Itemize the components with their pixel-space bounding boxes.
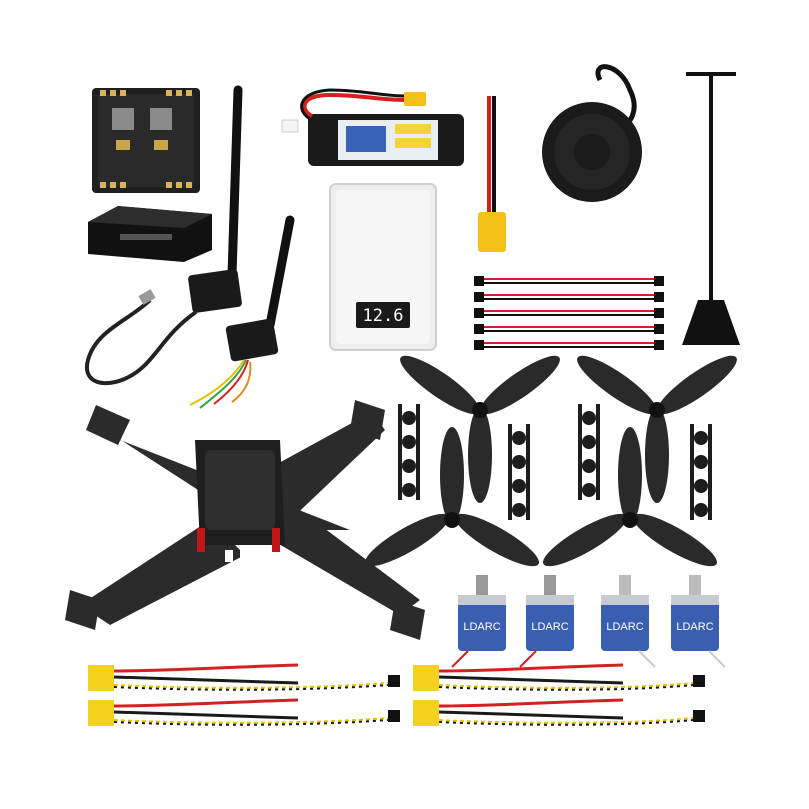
gps-module [542,64,642,202]
motor-brand-label: LDARC [606,621,643,633]
gps-mast [682,72,740,345]
prop-hardware [398,404,712,520]
propeller [400,355,560,503]
servo-cable [474,324,664,334]
motor: LDARC [519,575,574,668]
servo-cable [474,292,664,302]
charger-display-value: 12.6 [363,306,404,326]
propellers [365,355,737,567]
battery-charger: 12.6 [329,183,437,351]
motor: LDARC [601,575,656,668]
servo-cable [474,276,664,286]
lipo-battery [281,88,464,166]
servo-cable [474,340,664,350]
hardware-sprue [690,424,712,520]
charger-display [356,302,410,328]
escs [88,663,705,726]
hardware-sprue [578,404,600,500]
motors: LDARC LDARC LDARC LDARC [451,575,726,668]
telemetry-radio-ground [84,85,243,386]
propeller [543,427,717,567]
power-distribution-board [92,88,200,193]
telemetry-radio-air [189,215,295,409]
motor: LDARC [671,575,726,668]
carbon-frame [65,400,425,640]
esc [413,663,705,691]
hardware-sprue [398,404,420,500]
propeller [577,355,737,503]
esc [413,698,705,726]
motor-brand-label: LDARC [531,621,568,633]
esc [88,698,400,726]
motor-brand-label: LDARC [463,621,500,633]
xt60-lead [478,96,506,252]
motor: LDARC [451,575,506,668]
propeller [365,427,539,567]
servo-cables [474,276,664,350]
esc [88,663,400,691]
hardware-sprue [508,424,530,520]
flight-controller [88,206,212,262]
servo-cable [474,308,664,318]
motor-brand-label: LDARC [676,621,713,633]
